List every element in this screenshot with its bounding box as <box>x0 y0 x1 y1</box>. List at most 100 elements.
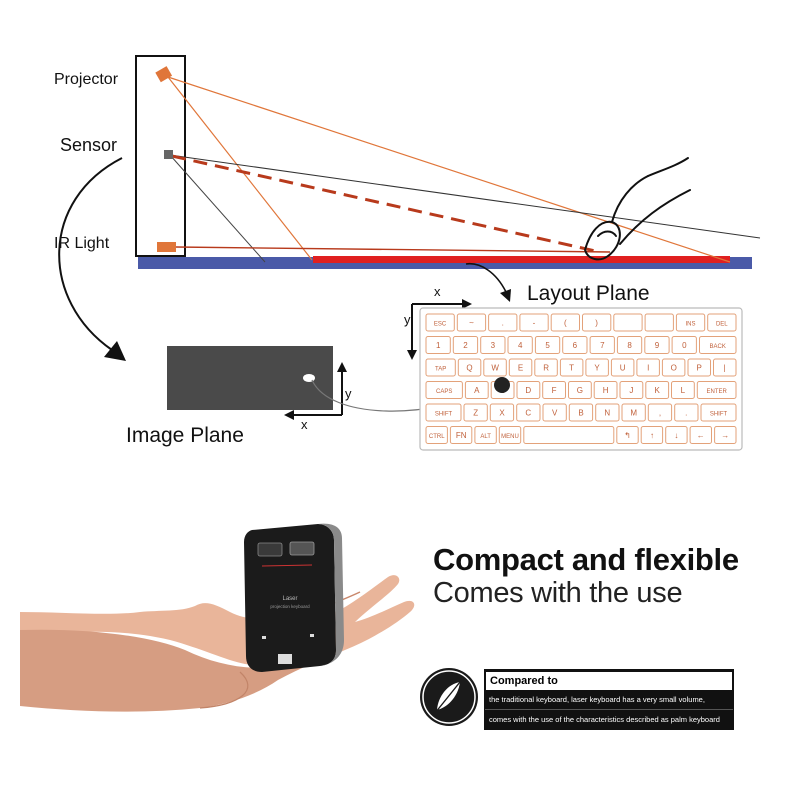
layout-key-label: 8 <box>627 341 632 350</box>
image-axis-x-label: x <box>301 417 308 432</box>
layout-key <box>425 336 451 354</box>
layout-key <box>425 381 463 399</box>
layout-key <box>610 358 635 377</box>
layout-key <box>425 426 448 444</box>
layout-key-label: SHIFT <box>435 412 453 418</box>
layout-key-label: Y <box>594 364 600 373</box>
layout-key-label: BACK <box>710 344 726 350</box>
device-lens-right <box>289 541 315 556</box>
layout-key <box>696 381 737 399</box>
sensor-icon <box>164 150 173 159</box>
layout-key-label: 4 <box>518 341 523 350</box>
comparison-title: Compared to <box>486 671 732 690</box>
device-text-line2: projection keyboard <box>270 604 310 609</box>
layout-key-label: C <box>525 409 531 418</box>
layout-key-label: M <box>630 409 637 418</box>
layout-key <box>619 381 644 399</box>
layout-key <box>534 336 561 354</box>
device-led-left <box>262 636 266 639</box>
layout-key-label: A <box>474 386 480 395</box>
layout-axis-x-label: x <box>434 284 441 299</box>
layout-key-label: ENTER <box>707 389 728 395</box>
layout-key-label: P <box>697 364 702 373</box>
layout-key <box>647 403 673 422</box>
layout-key-label: , <box>659 409 661 418</box>
layout-key-label: | <box>724 364 726 373</box>
image-plane-label: Image Plane <box>126 424 244 447</box>
layout-key-label: 7 <box>600 341 605 350</box>
layout-key-label: G <box>577 386 583 395</box>
layout-key <box>489 403 515 422</box>
layout-key-label: J <box>629 386 633 395</box>
layout-key <box>519 313 549 332</box>
layout-key-label: ~ <box>469 319 474 328</box>
layout-key <box>516 403 541 422</box>
layout-key <box>644 313 674 332</box>
layout-plane-label: Layout Plane <box>527 282 650 305</box>
reflection-dashed-beam <box>171 154 601 254</box>
projection-zone <box>313 256 730 263</box>
ir-light-label: IR Light <box>54 235 110 252</box>
layout-key-label: ESC <box>434 322 447 328</box>
projector-beam-far <box>167 76 731 263</box>
comparison-line-2: comes with the use of the characteristic… <box>489 715 720 724</box>
layout-key-label: 1 <box>436 341 441 350</box>
layout-key-label: → <box>721 431 729 440</box>
arrowhead-icon <box>407 350 417 360</box>
layout-key <box>562 336 588 354</box>
layout-key-label: ↰ <box>624 431 631 440</box>
comparison-box: Compared to the traditional keyboard, la… <box>484 669 734 730</box>
layout-key-label: E <box>518 364 523 373</box>
layout-key-label: L <box>681 386 686 395</box>
feather-badge <box>420 668 478 726</box>
arrowhead-icon <box>500 289 511 302</box>
layout-key-label: TAP <box>435 367 446 373</box>
layout-key <box>674 403 699 422</box>
layout-key <box>480 336 506 354</box>
promo-subline: Comes with the use <box>433 577 683 609</box>
layout-key-label: V <box>552 409 558 418</box>
layout-key-label: I <box>647 364 649 373</box>
comparison-line-1: the traditional keyboard, laser keyboard… <box>485 690 733 710</box>
layout-key-label: - <box>533 319 536 328</box>
touch-point-image <box>303 374 315 382</box>
layout-key-label: B <box>578 409 583 418</box>
image-axis-y-label: y <box>345 386 352 401</box>
layout-key-label: SHIFT <box>710 412 728 418</box>
layout-key <box>621 403 646 422</box>
layout-key <box>671 381 695 399</box>
finger-icon <box>583 157 691 261</box>
layout-key-label: 2 <box>463 341 468 350</box>
layout-key-label: U <box>620 364 626 373</box>
layout-key <box>507 336 533 354</box>
layout-key-label: FN <box>456 431 467 440</box>
layout-key <box>449 426 473 444</box>
layout-key <box>661 358 686 377</box>
laser-keyboard-device: Laser projection keyboard <box>244 523 344 672</box>
layout-key <box>483 358 507 377</box>
layout-key <box>498 426 522 444</box>
layout-key-label: R <box>543 364 549 373</box>
hand-icon <box>20 575 415 712</box>
layout-key-label: ↓ <box>674 431 678 440</box>
layout-key <box>595 403 620 422</box>
layout-key <box>585 358 609 377</box>
layout-key-label: DEL <box>716 322 728 328</box>
layout-axis-y-label: y <box>404 312 411 327</box>
layout-key-label: F <box>552 386 557 395</box>
sensor-label: Sensor <box>60 135 118 155</box>
layout-key-label: N <box>604 409 610 418</box>
layout-key-label: X <box>499 409 505 418</box>
touch-point-layout <box>494 377 510 393</box>
layout-key <box>568 381 592 399</box>
layout-key-label: MENU <box>501 434 519 440</box>
layout-key <box>568 403 594 422</box>
arrowhead-icon <box>462 299 472 309</box>
sensor-line-far <box>169 154 761 239</box>
layout-key <box>456 313 487 332</box>
layout-key-label: 5 <box>545 341 550 350</box>
layout-key <box>582 313 612 332</box>
layout-key-label: 6 <box>573 341 578 350</box>
